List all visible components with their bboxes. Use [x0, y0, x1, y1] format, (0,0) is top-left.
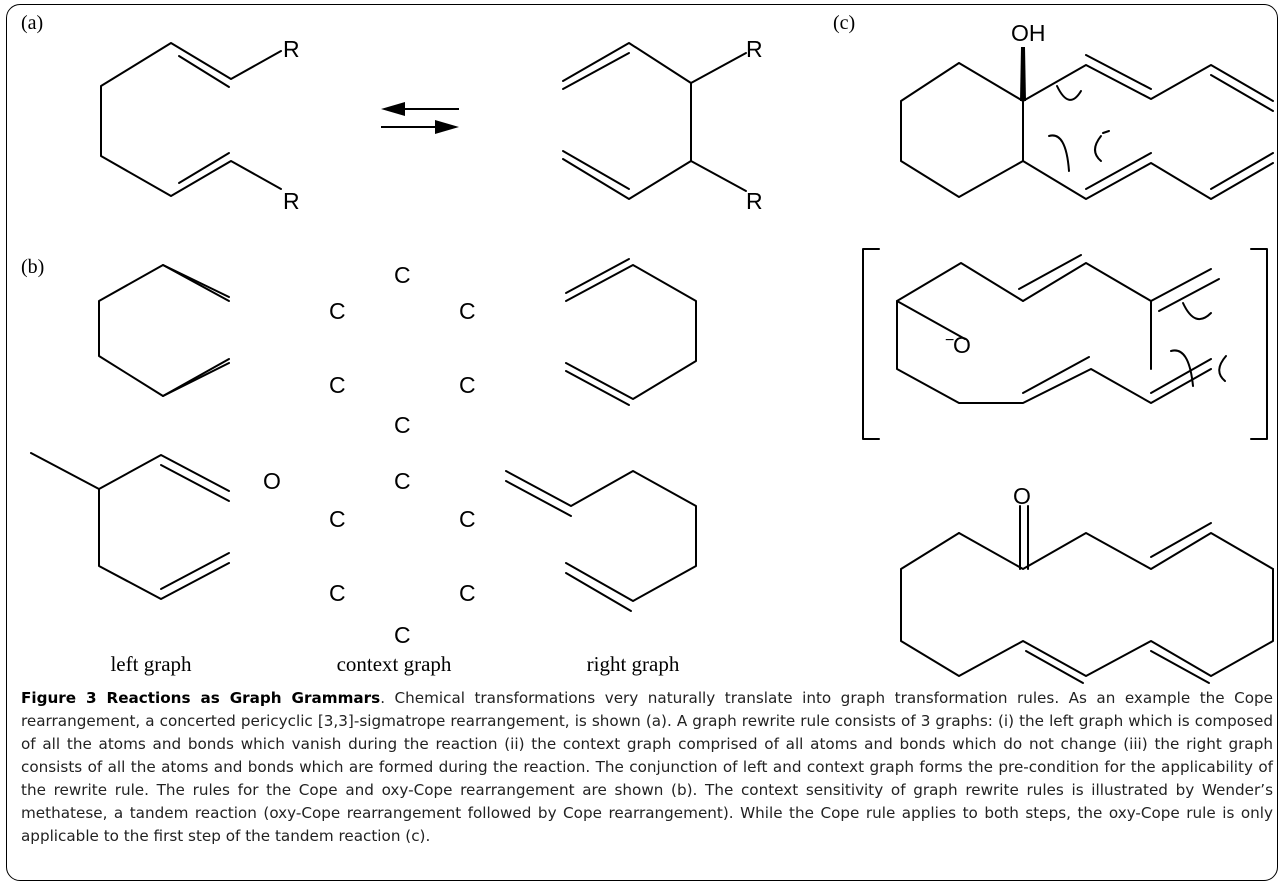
atom-c: C	[459, 298, 476, 324]
atom-c: C	[459, 506, 476, 532]
cope-context-graph: C C C C C C	[329, 262, 476, 438]
figure-caption: Figure 3 Reactions as Graph Grammars. Ch…	[21, 687, 1273, 848]
cope-product: R R	[562, 36, 763, 214]
atom-c: C	[329, 580, 346, 606]
atom-c: C	[459, 580, 476, 606]
atom-r: R	[746, 188, 763, 214]
caption-text: . Chemical transformations very naturall…	[21, 689, 1273, 845]
cope-reactant: R R	[100, 36, 300, 214]
atom-c: C	[394, 468, 411, 494]
atom-c: C	[329, 506, 346, 532]
right-graph-label: right graph	[587, 652, 680, 676]
atom-r: R	[746, 36, 763, 62]
cope-right-graph	[565, 258, 697, 406]
cope-left-graph	[98, 264, 230, 397]
panel-label-a: (a)	[21, 12, 43, 34]
minus-sign: −	[945, 332, 954, 349]
tandem-intermediate: − O	[862, 248, 1268, 440]
oxy-cope-context-graph: C C C C C C	[329, 468, 476, 648]
atom-c: C	[394, 412, 411, 438]
oxy-cope-left-graph: O	[30, 452, 281, 600]
tandem-product: O	[900, 483, 1274, 684]
atom-oh: OH	[1011, 20, 1046, 46]
atom-r: R	[283, 36, 300, 62]
atom-o-minus: O	[953, 332, 971, 358]
figure-graphics: (a) (b) (c) R R R R C C C C C C	[21, 12, 1274, 684]
caption-title: Figure 3 Reactions as Graph Grammars	[21, 689, 381, 707]
atom-o: O	[263, 468, 281, 494]
atom-c: C	[459, 372, 476, 398]
atom-c: C	[394, 262, 411, 288]
panel-label-b: (b)	[21, 256, 44, 278]
atom-c: C	[394, 622, 411, 648]
oxy-cope-right-graph	[505, 470, 697, 612]
atom-c: C	[329, 298, 346, 324]
atom-c: C	[329, 372, 346, 398]
context-graph-label: context graph	[337, 652, 452, 676]
atom-o: O	[1013, 483, 1031, 509]
panel-label-c: (c)	[833, 12, 855, 34]
left-graph-label: left graph	[110, 652, 192, 676]
equilibrium-arrows	[381, 102, 459, 134]
figure-frame: (a) (b) (c) R R R R C C C C C C	[6, 4, 1278, 881]
tandem-starting-material: OH	[900, 20, 1274, 200]
atom-r: R	[283, 188, 300, 214]
